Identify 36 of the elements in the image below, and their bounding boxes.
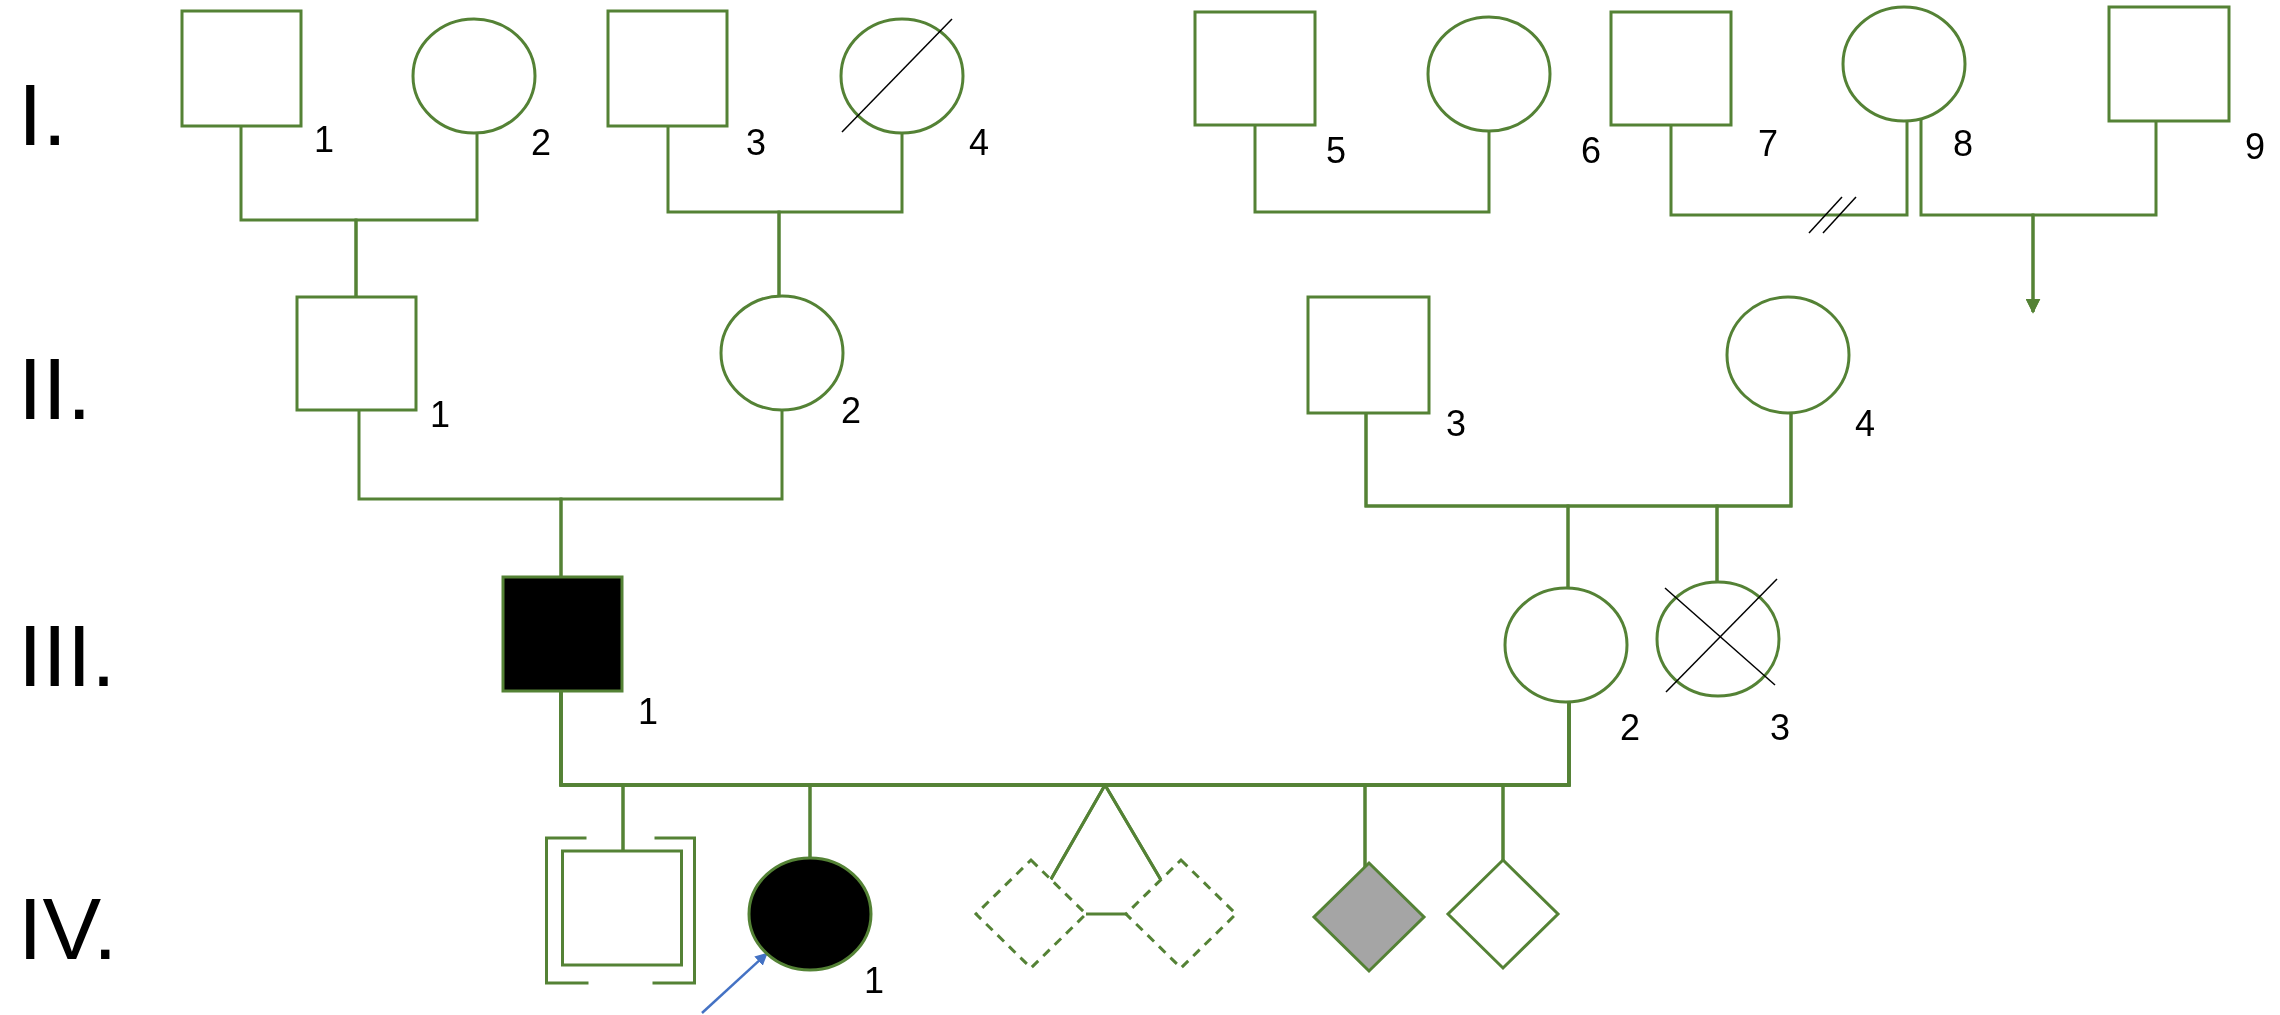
pedigree-line xyxy=(1086,912,1126,916)
individual-number: 1 xyxy=(314,122,334,158)
pedigree-line xyxy=(777,133,904,297)
individual-number: 2 xyxy=(1620,710,1640,746)
individual-number: 1 xyxy=(638,694,658,730)
pedigree-line xyxy=(1715,412,1793,582)
generation-label: II. xyxy=(18,345,92,433)
individual-number: 3 xyxy=(1446,406,1466,442)
sex-unknown-diamond xyxy=(1446,858,1560,970)
individual-number: 9 xyxy=(2245,129,2265,165)
individual-number: 6 xyxy=(1581,133,1601,169)
generation-label: III. xyxy=(18,612,116,700)
dashed-diamond xyxy=(974,858,1088,970)
dashed-diamond xyxy=(1124,858,1238,970)
individual-number: 1 xyxy=(430,397,450,433)
descent-arrow xyxy=(2025,121,2158,314)
individual-number: 3 xyxy=(746,125,766,161)
individual-number: 1 xyxy=(864,963,884,999)
individual-number: 4 xyxy=(969,125,989,161)
generation-label: I. xyxy=(18,71,67,159)
generation-label: IV. xyxy=(18,885,118,973)
pedigree-line xyxy=(354,132,479,297)
pedigree-line xyxy=(1669,120,1909,217)
pedigree-line xyxy=(1501,701,1571,860)
individual-number: 8 xyxy=(1953,126,1973,162)
individual-number: 7 xyxy=(1758,126,1778,162)
pedigree-line xyxy=(1253,125,1491,214)
individual-number: 5 xyxy=(1326,133,1346,169)
individual-number: 3 xyxy=(1770,710,1790,746)
adopted-male-square xyxy=(544,836,697,985)
pedigree-line xyxy=(559,410,784,577)
shaded-diamond xyxy=(1312,861,1426,973)
individual-number: 2 xyxy=(531,125,551,161)
individual-number: 4 xyxy=(1855,406,1875,442)
proband-arrow xyxy=(701,952,768,1014)
individual-number: 2 xyxy=(841,393,861,429)
